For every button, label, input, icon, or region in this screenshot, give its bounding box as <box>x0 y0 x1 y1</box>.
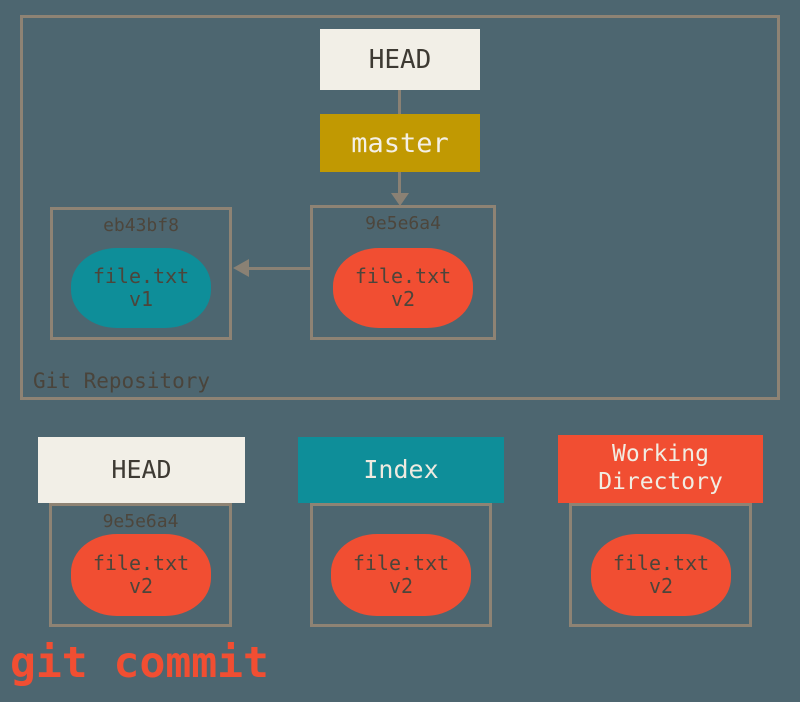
commit-hash: 9e5e6a4 <box>365 213 441 234</box>
blob-filename: file.txt <box>354 264 452 288</box>
blob-version: v2 <box>390 287 416 311</box>
commit-hash: 9e5e6a4 <box>102 511 179 532</box>
file-blob-v1: file.txt v1 <box>71 248 211 328</box>
blob-filename: file.txt <box>92 551 190 575</box>
area-header-working-directory: Working Directory <box>558 435 763 503</box>
commit-box-9e5e6a4: 9e5e6a4 <box>310 205 496 340</box>
head-pointer-box: HEAD <box>320 29 480 90</box>
area-header-index: Index <box>298 437 504 503</box>
arrowhead-down-icon <box>391 193 409 206</box>
file-blob-v2: file.txt v2 <box>333 248 473 328</box>
git-command-label: git commit <box>10 638 269 688</box>
file-blob-v2: file.txt v2 <box>331 534 471 616</box>
git-repository-box: Git Repository <box>20 15 780 400</box>
commit-box-eb43bf8: eb43bf8 <box>50 207 232 340</box>
head-to-master-connector <box>398 90 401 114</box>
blob-filename: file.txt <box>352 551 450 575</box>
working-directory-area-box <box>569 503 752 627</box>
blob-version: v1 <box>128 287 154 311</box>
blob-version: v2 <box>128 574 154 598</box>
blob-filename: file.txt <box>612 551 710 575</box>
area-header-head: HEAD <box>38 437 245 503</box>
commit-parent-connector <box>249 267 310 270</box>
arrowhead-left-icon <box>233 259 249 277</box>
commit-hash: eb43bf8 <box>103 215 179 236</box>
blob-filename: file.txt <box>92 264 190 288</box>
index-area-box <box>310 503 492 627</box>
blob-version: v2 <box>388 574 414 598</box>
file-blob-v2: file.txt v2 <box>71 534 211 616</box>
file-blob-v2: file.txt v2 <box>591 534 731 616</box>
blob-version: v2 <box>648 574 674 598</box>
master-to-commit-connector <box>398 172 401 194</box>
master-branch-box: master <box>320 114 480 172</box>
head-area-box: 9e5e6a4 <box>49 503 232 627</box>
git-repository-label: Git Repository <box>33 369 211 393</box>
